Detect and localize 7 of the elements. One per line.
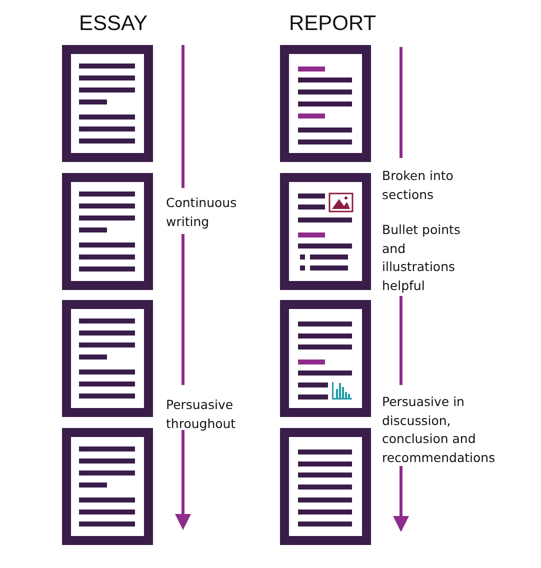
note-text: Persuasive throughout	[166, 396, 237, 433]
column-heading: ESSAY	[79, 12, 148, 36]
note-text: Persuasive in discussion, conclusion and recommendations	[382, 393, 496, 466]
column-heading: REPORT	[289, 12, 378, 36]
note-text: Continuous writing	[166, 194, 238, 231]
note-text: Bullet points and illustrations helpful	[382, 221, 462, 295]
note-text: Broken into sections	[382, 167, 454, 204]
